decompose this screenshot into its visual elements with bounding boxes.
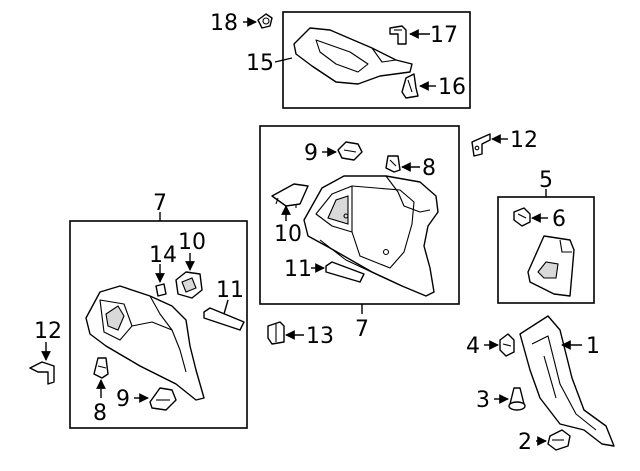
callout-5: 5 <box>539 168 553 193</box>
callout-16: 16 <box>438 75 466 100</box>
group-box-7-left <box>69 220 248 429</box>
callout-14: 14 <box>149 243 177 268</box>
clip-2 <box>547 429 571 451</box>
callout-8-center: 8 <box>422 156 436 181</box>
group-box-7-center <box>259 125 460 305</box>
trim-panel-7-left <box>85 285 205 401</box>
clip-9-center <box>337 141 363 161</box>
callout-13: 13 <box>306 324 334 349</box>
callout-15: 15 <box>246 51 274 76</box>
callout-18: 18 <box>210 11 238 36</box>
trim-panel-15 <box>293 27 413 85</box>
fastener-3 <box>508 387 526 411</box>
callout-7-left: 7 <box>153 191 167 216</box>
clip-9-left <box>149 387 177 411</box>
panel-5 <box>527 235 575 297</box>
callout-9-left: 9 <box>116 387 130 412</box>
callout-7-center: 7 <box>355 317 369 342</box>
clip-8-left <box>93 357 109 379</box>
callout-12-left: 12 <box>34 319 62 344</box>
callout-4: 4 <box>466 334 480 359</box>
callout-12-top: 12 <box>510 128 538 153</box>
callout-2: 2 <box>518 430 532 455</box>
retainer-11-left <box>203 307 245 331</box>
clip-8-center <box>385 155 401 173</box>
callout-1: 1 <box>586 334 600 359</box>
callout-11-left: 11 <box>216 278 244 303</box>
callout-10-center: 10 <box>274 222 302 247</box>
bracket-10-center <box>271 183 309 208</box>
bracket-12-left <box>29 361 55 385</box>
bracket-10-left <box>175 271 203 299</box>
callout-3: 3 <box>476 388 490 413</box>
clip-6 <box>513 207 531 227</box>
callout-10-left: 10 <box>178 230 206 255</box>
trim-panel-7-center <box>303 175 439 297</box>
bolt-18 <box>257 13 273 29</box>
clip-17 <box>389 25 407 45</box>
clip-13 <box>267 321 285 345</box>
pillar-trim-1 <box>519 315 615 447</box>
callout-9-center: 9 <box>304 141 318 166</box>
clip-4 <box>499 333 515 357</box>
bracket-12-top <box>471 133 491 157</box>
callout-11-center: 11 <box>284 257 312 282</box>
callout-17: 17 <box>430 23 458 48</box>
callout-8-left: 8 <box>93 401 107 426</box>
retainer-11-center <box>325 261 365 283</box>
clip-14 <box>155 283 167 297</box>
clip-16 <box>401 73 419 99</box>
callout-6: 6 <box>552 207 566 232</box>
